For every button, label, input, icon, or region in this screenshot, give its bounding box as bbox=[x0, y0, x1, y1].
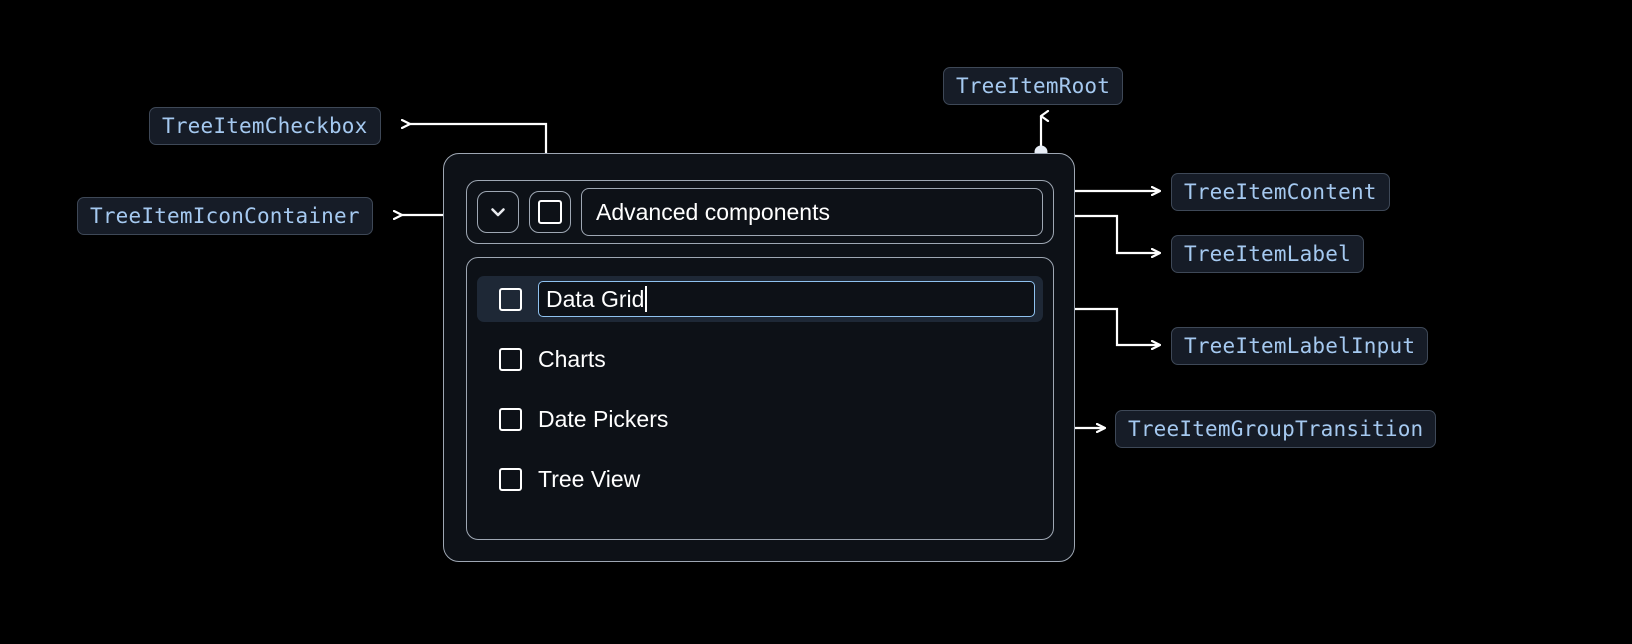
tree-item-group-transition: Data Grid Charts Date Pickers Tree View bbox=[466, 257, 1054, 540]
checkbox-unchecked-icon[interactable] bbox=[499, 347, 522, 371]
checkbox-unchecked-icon[interactable] bbox=[499, 467, 522, 491]
tree-item-label[interactable]: Advanced components bbox=[581, 188, 1043, 236]
tree-item-root[interactable]: Advanced components Data Grid Charts Dat… bbox=[443, 153, 1075, 562]
tree-item-content[interactable]: Advanced components bbox=[466, 180, 1054, 244]
checkbox-unchecked-icon[interactable] bbox=[538, 200, 562, 224]
annotation-tree-item-group-transition: TreeItemGroupTransition bbox=[1115, 410, 1437, 448]
annotation-tree-item-label: TreeItemLabel bbox=[1171, 235, 1364, 273]
tree-item-row-charts[interactable]: Charts bbox=[477, 336, 1043, 382]
tree-item-row-tree-view[interactable]: Tree View bbox=[477, 456, 1043, 502]
annotation-tree-item-content: TreeItemContent bbox=[1171, 173, 1390, 211]
annotation-tree-item-root: TreeItemRoot bbox=[943, 67, 1124, 105]
tree-item-label[interactable]: Date Pickers bbox=[538, 405, 669, 432]
tree-item-row-date-pickers[interactable]: Date Pickers bbox=[477, 396, 1043, 442]
tree-item-label-input[interactable]: Data Grid bbox=[538, 281, 1035, 317]
tree-item-checkbox[interactable] bbox=[529, 191, 571, 233]
text-caret bbox=[645, 286, 647, 312]
tree-item-row-data-grid[interactable]: Data Grid bbox=[477, 276, 1043, 322]
tree-item-label[interactable]: Tree View bbox=[538, 465, 641, 492]
tree-item-label-input-value: Data Grid bbox=[546, 285, 645, 312]
checkbox-unchecked-icon[interactable] bbox=[499, 287, 522, 311]
annotation-tree-item-checkbox: TreeItemCheckbox bbox=[149, 107, 381, 145]
tree-item-icon-container[interactable] bbox=[477, 191, 519, 233]
tree-item-label[interactable]: Charts bbox=[538, 345, 606, 372]
checkbox-unchecked-icon[interactable] bbox=[499, 407, 522, 431]
annotation-tree-item-label-input: TreeItemLabelInput bbox=[1171, 327, 1429, 365]
annotation-tree-item-icon-container: TreeItemIconContainer bbox=[77, 197, 373, 235]
chevron-down-icon bbox=[491, 208, 505, 217]
